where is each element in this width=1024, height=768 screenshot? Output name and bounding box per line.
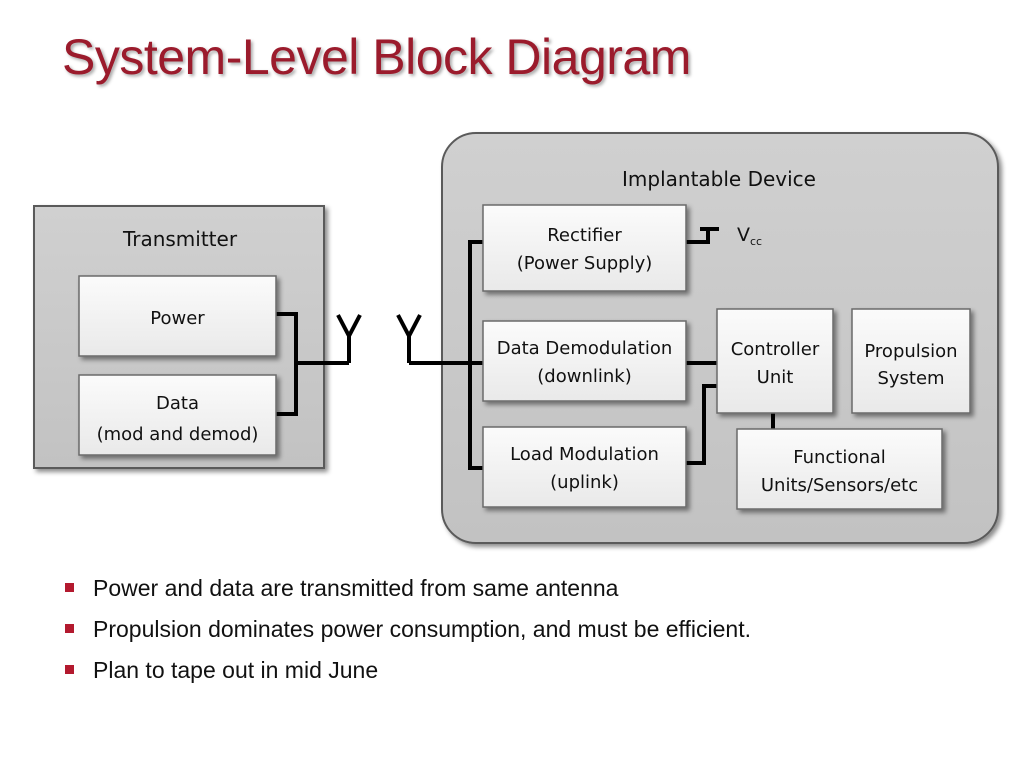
load-modulation-block-label-line1: Load Modulation <box>510 444 659 465</box>
transmitter-label: Transmitter <box>122 227 238 251</box>
bullet-square-icon <box>65 583 74 592</box>
bullet-item: Power and data are transmitted from same… <box>64 568 751 609</box>
bullet-list: Power and data are transmitted from same… <box>64 568 751 691</box>
bullet-square-icon <box>65 665 74 674</box>
functional-units-block: Functional Units/Sensors/etc <box>736 428 943 510</box>
bullet-item: Plan to tape out in mid June <box>64 650 751 691</box>
propulsion-system-block-label-line1: Propulsion <box>864 341 957 362</box>
rectifier-block-label-line1: Rectifier <box>547 225 622 246</box>
functional-units-block-label-line2: Units/Sensors/etc <box>761 475 918 496</box>
propulsion-system-block-label-line2: System <box>877 368 944 389</box>
bullet-item: Propulsion dominates power consumption, … <box>64 609 751 650</box>
functional-units-block-label-line1: Functional <box>793 447 886 468</box>
controller-unit-block-label-line2: Unit <box>757 367 794 388</box>
data-block-label-line1: Data <box>156 393 199 414</box>
slide-title: System-Level Block Diagram <box>62 29 691 85</box>
power-block: Power <box>78 275 277 357</box>
bullet-text: Propulsion dominates power consumption, … <box>93 616 752 642</box>
bullet-text: Plan to tape out in mid June <box>93 657 379 683</box>
data-block: Data (mod and demod) <box>78 374 277 456</box>
connection-wires <box>276 227 775 470</box>
bullet-square-icon <box>65 624 74 633</box>
controller-unit-block-label-line1: Controller <box>731 339 820 360</box>
power-block-label: Power <box>150 308 205 329</box>
bullet-text: Power and data are transmitted from same… <box>93 575 619 601</box>
transmitter-antenna-icon <box>336 314 362 363</box>
propulsion-system-block: Propulsion System <box>851 308 971 414</box>
vcc-label: Vcc <box>737 224 762 248</box>
data-demodulation-block-label-line2: (downlink) <box>537 366 631 387</box>
data-block-label-line2: (mod and demod) <box>97 424 259 445</box>
rectifier-block: Rectifier (Power Supply) <box>482 204 687 292</box>
controller-unit-block: Controller Unit <box>716 308 834 414</box>
load-modulation-block-label-line2: (uplink) <box>550 472 619 493</box>
data-demodulation-block: Data Demodulation (downlink) <box>482 320 687 402</box>
receiver-antenna-icon <box>396 314 422 363</box>
implantable-device-label: Implantable Device <box>622 167 816 191</box>
load-modulation-block: Load Modulation (uplink) <box>482 426 687 508</box>
rectifier-block-label-line2: (Power Supply) <box>517 253 653 274</box>
data-demodulation-block-label-line1: Data Demodulation <box>497 338 673 359</box>
